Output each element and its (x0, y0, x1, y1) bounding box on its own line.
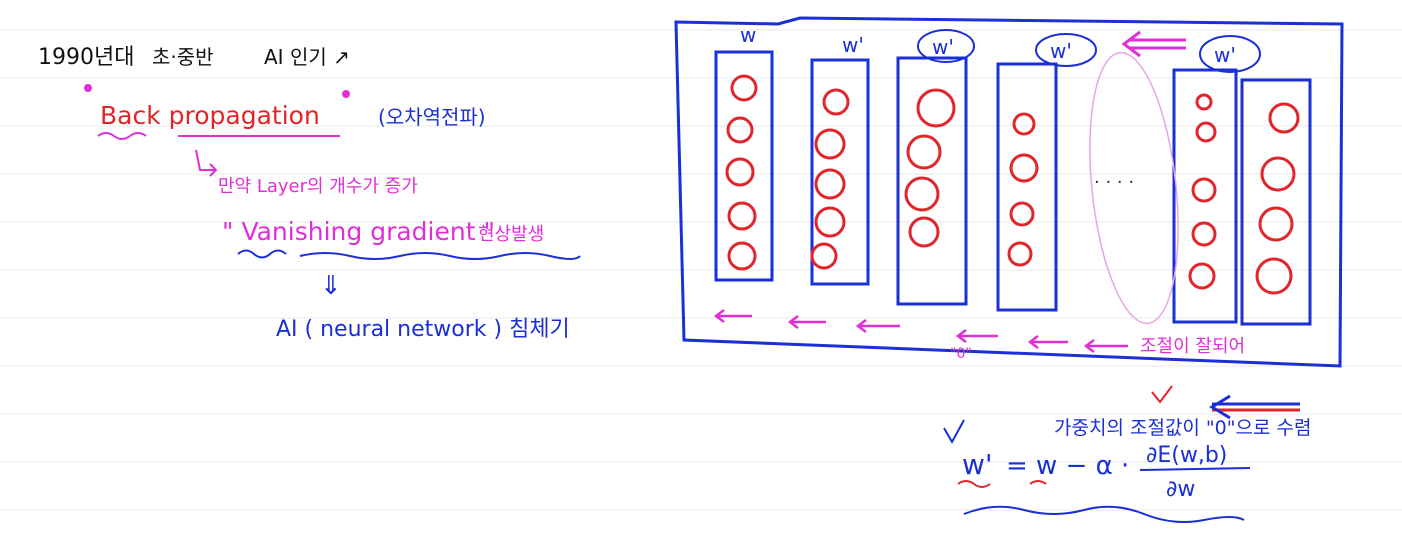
ellipsis-dots: · · · · (1094, 172, 1134, 193)
formula-rhs: = w − α · (1006, 451, 1129, 481)
implies-arrow: ⇓ (320, 271, 342, 301)
weight-label: w' (842, 33, 864, 57)
backward-arrows (713, 309, 1128, 353)
formula-check (943, 419, 965, 445)
underline-vanishing (237, 249, 581, 260)
bullet-dot-2 (342, 90, 350, 98)
weight-circle (1035, 33, 1097, 67)
note-backprop-korean: (오차역전파) (378, 105, 486, 129)
caption-converge: 가중치의 조절값이 "0"으로 수렴 (1054, 417, 1311, 439)
formula-denominator: ∂w (1166, 477, 1195, 502)
note-year: 1990년대 (38, 45, 134, 70)
weight-label: w' (932, 35, 954, 59)
formula-underline-blue (963, 505, 1245, 523)
neuron (725, 74, 1300, 295)
weight-label: w' (1214, 43, 1236, 67)
weight-circle (917, 29, 975, 63)
ruled-lines (0, 29, 1402, 511)
note-phenomenon: 현상발생 (478, 224, 544, 245)
note-vanishing-gradient: " Vanishing gradient " (222, 217, 495, 246)
formula-numerator: ∂E(w,b) (1146, 443, 1227, 468)
fraction-bar (1139, 467, 1251, 471)
layer-column (714, 50, 1312, 326)
formula-underline-red (957, 480, 1047, 488)
backward-arrow-top (1121, 30, 1186, 58)
hidden-layers-ellipse (1089, 51, 1179, 325)
bullet-dot (84, 84, 92, 92)
weight-label: w' (1050, 39, 1072, 63)
note-backprop-term: Back propagation (100, 101, 320, 130)
pointer-arrow (1209, 394, 1300, 420)
weight-label: w (740, 23, 756, 47)
note-period: 초·중반 (152, 45, 214, 69)
down-hook-arrow (195, 149, 218, 177)
adjust-label: 조절이 잘되어 (1140, 336, 1245, 357)
check-mark (1151, 385, 1173, 404)
note-layer-increase: 만약 Layer의 개수가 증가 (218, 176, 418, 197)
formula-lhs: w' (962, 448, 993, 481)
zero-marker: "0" (950, 346, 972, 362)
note-ai-popularity: AI 인기 ↗ (264, 45, 350, 69)
note-ai-winter: AI ( neural network ) 침체기 (276, 317, 570, 342)
network-frame (674, 16, 1344, 368)
weight-circle (1199, 35, 1261, 73)
underline-backprop (97, 132, 340, 140)
